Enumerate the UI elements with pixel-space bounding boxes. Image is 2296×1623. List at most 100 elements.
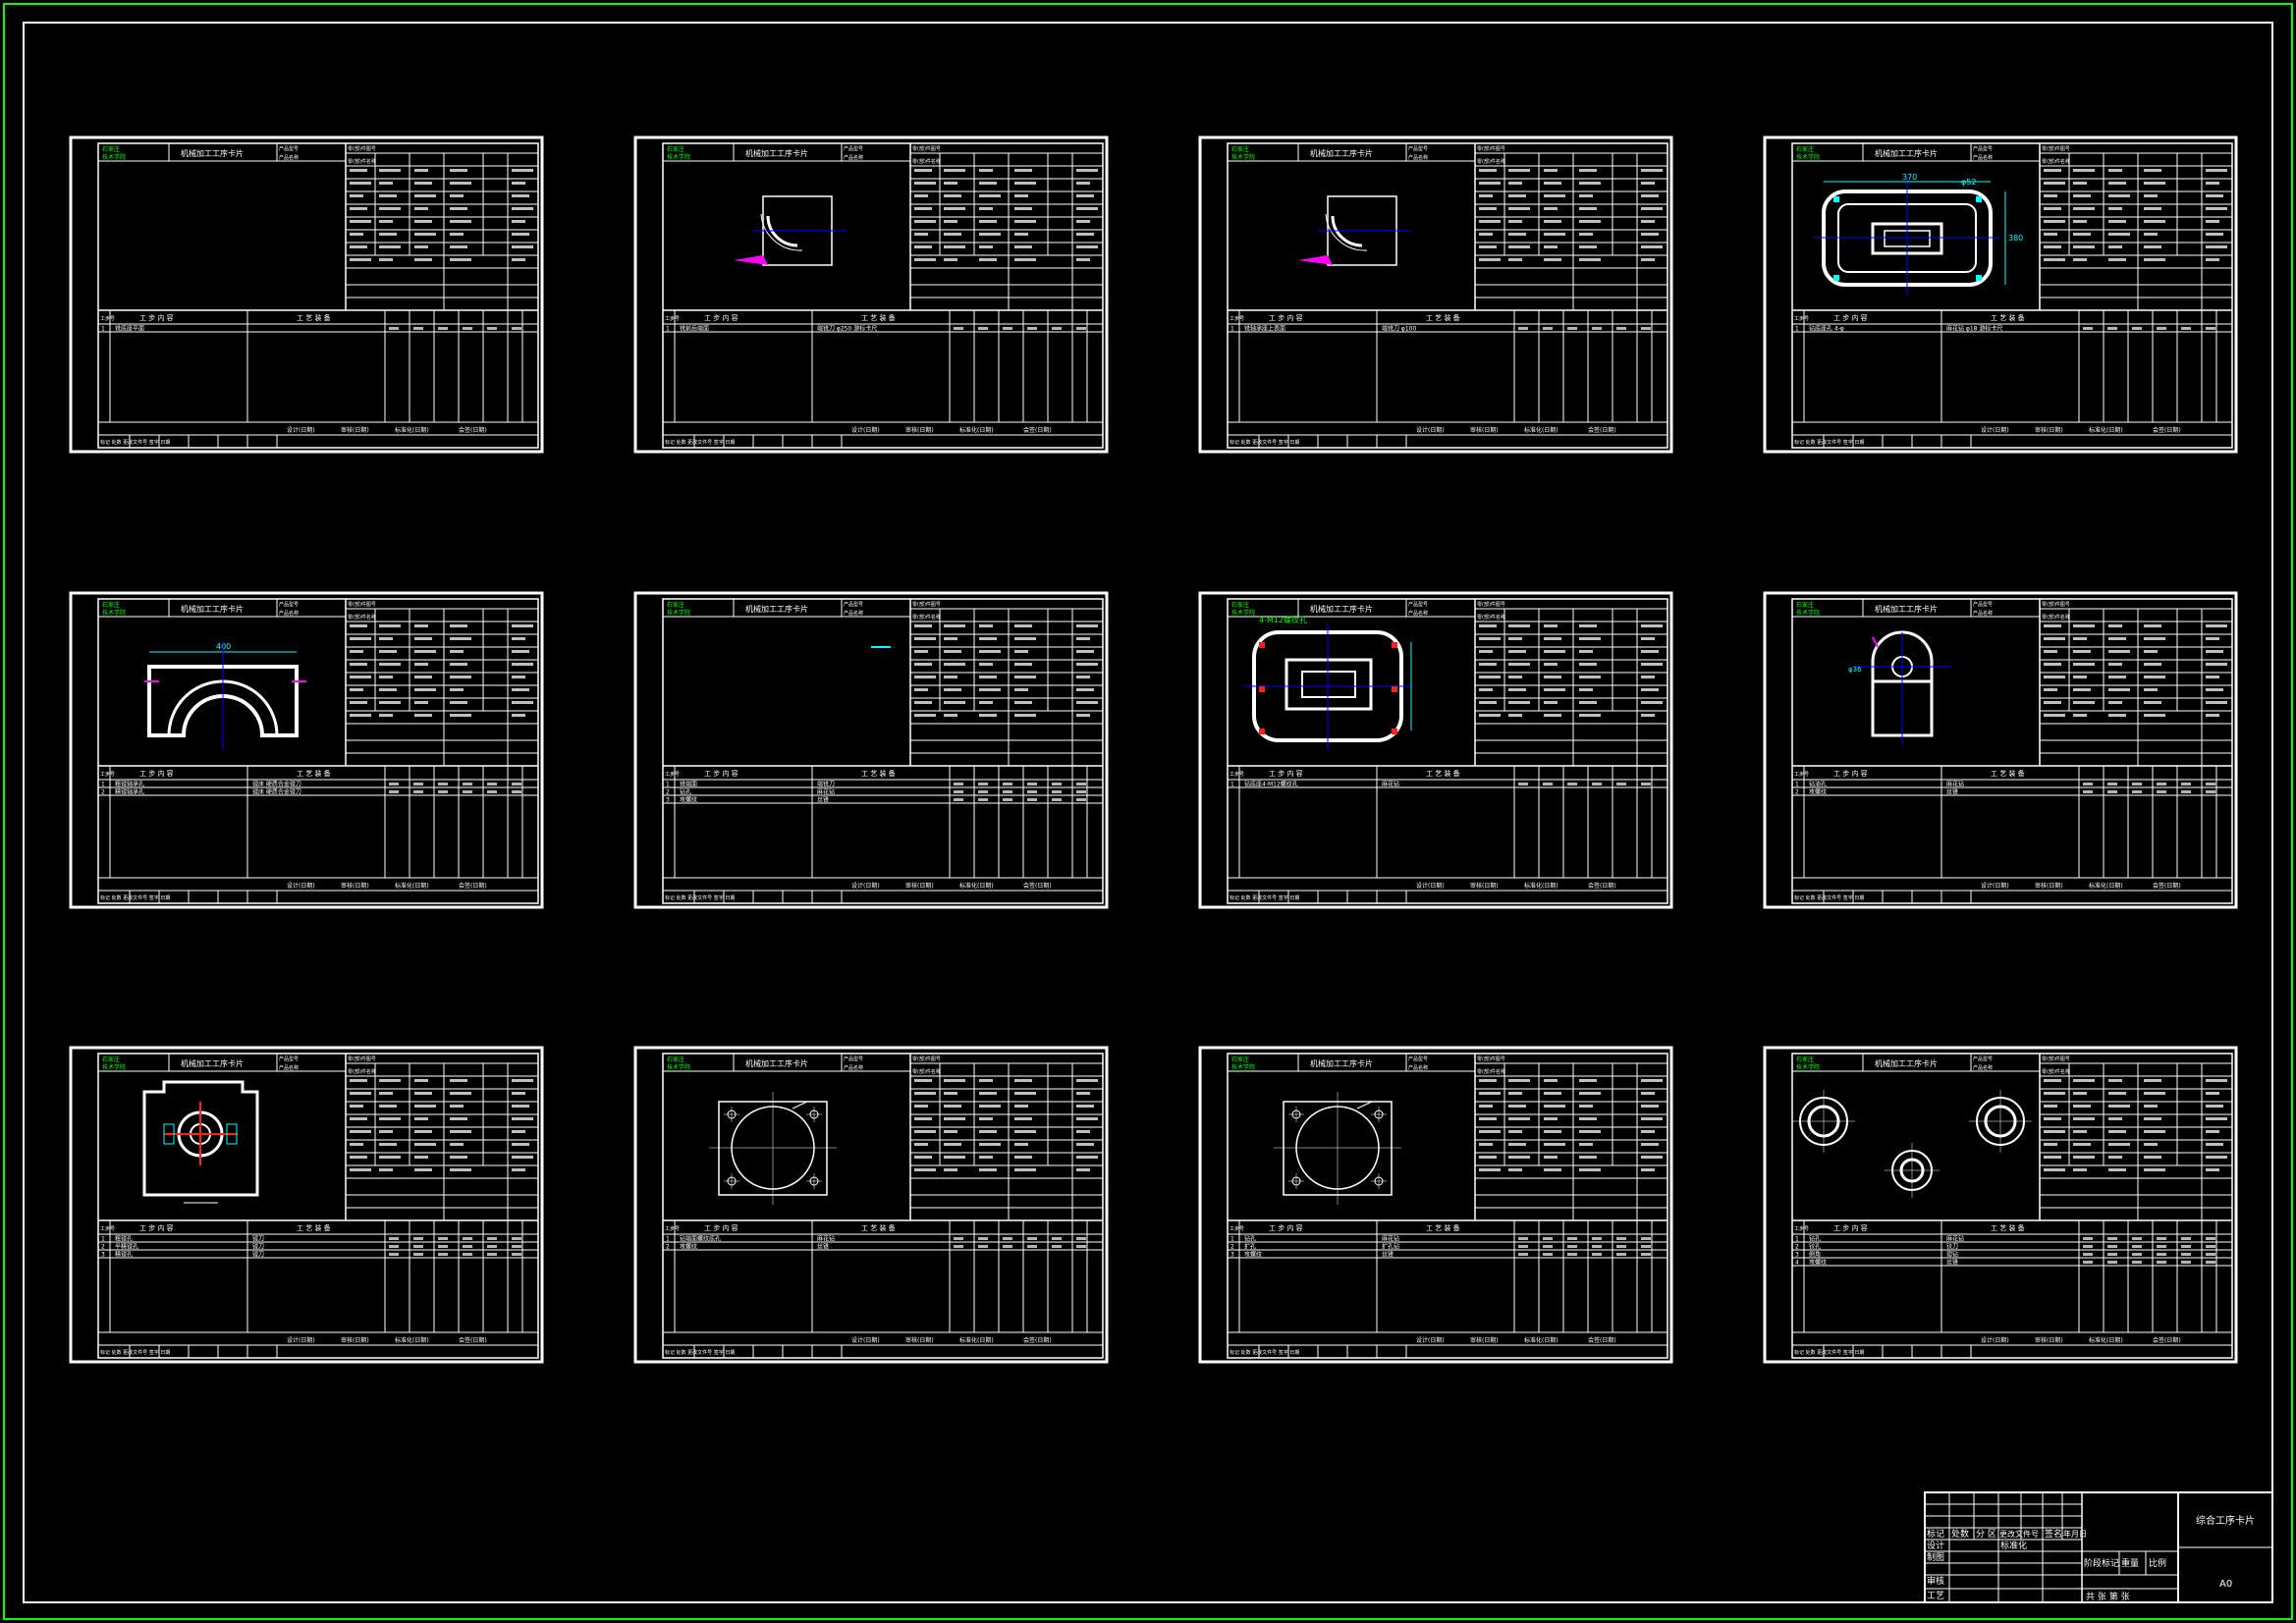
tb-sign: 签名	[2045, 1528, 2062, 1540]
product-model-label: 产品型号	[1408, 601, 1428, 608]
product-name-label: 产品名称	[279, 154, 299, 161]
card-org-line2: 技术学院	[102, 153, 126, 161]
card-title: 机械加工工序卡片	[181, 1058, 244, 1068]
product-name-label: 产品名称	[279, 610, 299, 617]
part-name-label: 零(部)件名称	[2042, 1068, 2070, 1075]
dim-label: 400	[216, 642, 231, 651]
step-no: 1	[101, 1236, 105, 1243]
card-title: 机械加工工序卡片	[745, 148, 808, 158]
step-content: 攻螺纹	[1809, 1259, 1827, 1267]
revision-row: 标记 处数 更改文件号 签字 日期	[100, 1349, 170, 1356]
card-sketch	[1298, 195, 1411, 266]
step-content: 钻孔	[1809, 1235, 1821, 1243]
step-equipment: 丝锥	[817, 1243, 829, 1251]
tb-change-doc: 更改文件号	[1999, 1529, 2039, 1539]
step-content: 钻底座孔 4-φ	[1809, 325, 1844, 333]
product-model-label: 产品型号	[279, 601, 299, 608]
col-step-content: 工 步 内 容	[1269, 1223, 1303, 1232]
card-org-line2: 技术学院	[102, 1063, 126, 1071]
col-process-equipment: 工 艺 装 备	[861, 313, 896, 322]
tb-total: 共 张 第 张	[2086, 1591, 2130, 1602]
part-name-label: 零(部)件名称	[2042, 158, 2070, 165]
revision-row: 标记 处数 更改文件号 签字 日期	[665, 894, 735, 901]
product-model-label: 产品型号	[844, 601, 863, 608]
sign-countersign: 会签(日期)	[2153, 882, 2181, 890]
col-process-equipment: 工 艺 装 备	[861, 769, 896, 778]
step-content: 攻螺纹	[1244, 1251, 1262, 1259]
step-content: 攻螺纹	[680, 796, 697, 804]
card-org-line1: 石家庄	[1796, 145, 1814, 153]
sign-countersign: 会签(日期)	[459, 1336, 487, 1344]
card-org-line2: 技术学院	[667, 609, 690, 617]
product-model-label: 产品型号	[1973, 601, 1993, 608]
col-process-equipment: 工 艺 装 备	[1426, 769, 1460, 778]
step-content: 精镗轴承孔	[115, 788, 144, 796]
step-equipment: 麻花钻	[1946, 1235, 1964, 1243]
col-step-content: 工 步 内 容	[1269, 313, 1303, 322]
col-step-content: 工 步 内 容	[139, 1223, 174, 1232]
sign-countersign: 会签(日期)	[1023, 426, 1052, 434]
step-equipment: 丝锥	[817, 796, 829, 804]
process-card-2: 石家庄技术学院机械加工工序卡片产品型号产品名称零(部)件图号零(部)件名称工步号…	[633, 135, 1109, 454]
col-process-equipment: 工 艺 装 备	[1426, 1223, 1460, 1232]
note-label: 4-M12螺纹孔	[1259, 615, 1307, 624]
col-process-equipment: 工 艺 装 备	[1991, 313, 2025, 322]
step-no: 1	[1795, 326, 1799, 333]
revision-row: 标记 处数 更改文件号 签字 日期	[665, 439, 735, 446]
card-org-line2: 技术学院	[1231, 153, 1255, 161]
sign-standard: 标准化(日期)	[1524, 1336, 1558, 1344]
step-no: 2	[1230, 1244, 1234, 1251]
step-content: 攻螺纹	[680, 1243, 697, 1251]
step-content: 钻底座4-M12螺纹孔	[1244, 781, 1298, 788]
col-step-no: 工步号	[1230, 1226, 1244, 1232]
sign-standard: 标准化(日期)	[395, 1336, 429, 1344]
part-no-label: 零(部)件图号	[348, 601, 376, 608]
step-equipment: 麻花钻	[817, 1235, 835, 1243]
sign-review: 审核(日期)	[905, 1336, 934, 1344]
part-no-label: 零(部)件图号	[912, 601, 941, 608]
step-equipment: 丝锥	[1382, 1251, 1394, 1259]
sign-countersign: 会签(日期)	[2153, 1336, 2181, 1344]
step-content: 铣前后端面	[680, 325, 709, 333]
card-title: 机械加工工序卡片	[1310, 604, 1373, 614]
col-process-equipment: 工 艺 装 备	[297, 769, 331, 778]
step-no: 1	[1230, 1236, 1234, 1243]
step-content: 粗镗轴承孔	[115, 781, 144, 788]
card-org-line1: 石家庄	[102, 1055, 120, 1063]
product-model-label: 产品型号	[844, 1055, 863, 1062]
sign-design: 设计(日期)	[287, 1336, 315, 1344]
product-model-label: 产品型号	[279, 145, 299, 152]
tb-scale: 比例	[2149, 1557, 2166, 1569]
process-card-7: 石家庄技术学院机械加工工序卡片产品型号产品名称零(部)件图号零(部)件名称工步号…	[1198, 591, 1673, 909]
card-org-line1: 石家庄	[1796, 601, 1814, 609]
card-title: 机械加工工序卡片	[181, 148, 244, 158]
part-name-label: 零(部)件名称	[348, 614, 376, 621]
part-name-label: 零(部)件名称	[912, 158, 941, 165]
sign-design: 设计(日期)	[1981, 882, 2009, 890]
col-step-content: 工 步 内 容	[1833, 1223, 1868, 1232]
tb-stage-mark: 阶段标记	[2084, 1557, 2119, 1569]
process-card-11: 石家庄技术学院机械加工工序卡片产品型号产品名称零(部)件图号零(部)件名称工步号…	[1198, 1046, 1673, 1364]
step-no: 1	[1795, 782, 1799, 788]
card-org-line1: 石家庄	[1231, 601, 1249, 609]
card-org-line1: 石家庄	[102, 145, 120, 153]
part-no-label: 零(部)件图号	[2042, 1055, 2070, 1062]
process-card-10: 石家庄技术学院机械加工工序卡片产品型号产品名称零(部)件图号零(部)件名称工步号…	[633, 1046, 1109, 1364]
step-no: 1	[666, 326, 670, 333]
step-content: 倒角	[1809, 1251, 1821, 1259]
step-equipment: 麻花钻	[817, 788, 835, 796]
step-content: 钻端面螺纹底孔	[680, 1235, 721, 1243]
card-org-line2: 技术学院	[1796, 153, 1820, 161]
step-equipment: 丝锥	[1946, 1259, 1958, 1267]
col-step-no: 工步号	[100, 772, 115, 778]
step-equipment: 麻花钻 φ18 游标卡尺	[1946, 325, 2002, 333]
process-cards: 石家庄技术学院机械加工工序卡片产品型号产品名称零(部)件图号零(部)件名称工步号…	[69, 135, 2238, 1364]
col-step-no: 工步号	[100, 316, 115, 322]
step-no: 1	[1795, 1236, 1799, 1243]
col-step-content: 工 步 内 容	[139, 313, 174, 322]
col-process-equipment: 工 艺 装 备	[861, 1223, 896, 1232]
step-content: 铰孔	[1809, 1243, 1821, 1251]
card-title: 机械加工工序卡片	[745, 1058, 808, 1068]
part-no-label: 零(部)件图号	[2042, 145, 2070, 152]
